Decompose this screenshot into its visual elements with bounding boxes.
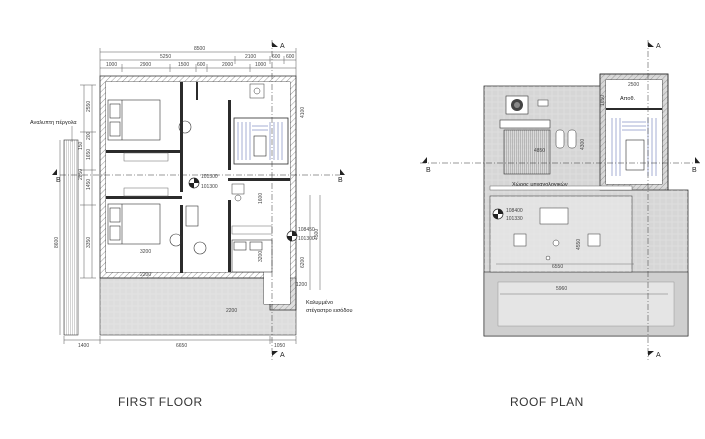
ff-section-lines xyxy=(60,40,340,360)
dim-inner-r7: 6200 xyxy=(300,257,306,268)
svg-text:B: B xyxy=(338,177,343,184)
svg-text:A: A xyxy=(656,352,661,359)
dim-left-v2: 200 xyxy=(86,131,92,140)
dim-top-d4: 600 xyxy=(286,54,295,60)
svg-text:A: A xyxy=(280,43,285,50)
dim-bottom-b3: 1050 xyxy=(274,343,285,349)
roof-dim-w1: 6550 xyxy=(552,264,563,270)
dim-bottom-b1: 1400 xyxy=(78,343,89,349)
roof-furniture xyxy=(513,207,601,261)
roof-plan: Αποθ. Χώρος μηχανολογικών xyxy=(420,40,700,409)
dim-top-s3: 1500 xyxy=(178,62,189,68)
dim-left-v6: 2850 xyxy=(78,169,84,180)
svg-text:B: B xyxy=(426,167,431,174)
roof-dim-r3: 4850 xyxy=(534,148,545,154)
dim-top-s5: 2000 xyxy=(222,62,233,68)
dim-top-d1: 5250 xyxy=(160,54,171,60)
pergola xyxy=(63,139,79,336)
pergola-label: Αναλυπτη πέργολα xyxy=(30,119,77,126)
first-floor-plan: 8500 5250 2100 600 600 1000 2900 1500 60… xyxy=(30,40,353,409)
ff-level-marker-1: 101500 101300 xyxy=(188,174,218,190)
dim-overall: 8500 xyxy=(194,46,205,52)
dim-top-d2: 2100 xyxy=(245,54,256,60)
ff-section-marks: A A B B xyxy=(52,42,345,359)
dim-inner-r5: 1600 xyxy=(258,193,264,204)
roof-dim-w2: 5960 xyxy=(556,286,567,292)
ff-bedroom-1 xyxy=(107,99,192,141)
ff-bedroom-3 xyxy=(185,205,273,273)
dim-top-d3: 600 xyxy=(272,54,281,60)
roof-level-marker: 108400 101330 xyxy=(492,208,523,222)
svg-text:108450: 108450 xyxy=(298,227,315,233)
dim-top-s2: 2900 xyxy=(140,62,151,68)
mechanical-label: Χώρος μηχανολογικών xyxy=(512,181,568,188)
svg-text:A: A xyxy=(656,43,661,50)
roof-section-lines xyxy=(420,40,700,360)
roof-dim-r2: 4300 xyxy=(580,139,586,150)
dim-top-s6: 1000 xyxy=(255,62,266,68)
caption-first-floor: FIRST FLOOR xyxy=(118,395,203,409)
ff-bedroom-2 xyxy=(107,203,183,247)
svg-text:101330: 101330 xyxy=(506,216,523,222)
ff-interior-walls xyxy=(106,82,290,273)
svg-text:A: A xyxy=(280,352,285,359)
ff-level-marker-2: 108450 101300 xyxy=(286,227,315,242)
dim-inner-r6: 3200 xyxy=(258,251,264,262)
roof-dim-r4: 4550 xyxy=(576,239,582,250)
ff-top-dimensions xyxy=(99,48,297,76)
ff-left-dimensions xyxy=(59,84,96,335)
svg-text:B: B xyxy=(692,167,697,174)
dim-left-v3: 1650 xyxy=(86,149,92,160)
dim-inner-r9: 1200 xyxy=(296,282,307,288)
roof-section-marks: A A B B xyxy=(422,42,700,359)
dim-inner-r4: 4100 xyxy=(300,107,306,118)
ff-bathrooms xyxy=(231,83,265,202)
entrance-canopy-label-2: στέγαστρο εισόδου xyxy=(306,307,353,314)
dim-left-v4: 1450 xyxy=(86,179,92,190)
dim-inner-r3: 2200 xyxy=(226,308,237,314)
svg-text:101300: 101300 xyxy=(201,184,218,190)
dim-bottom-b2: 6650 xyxy=(176,343,187,349)
svg-text:B: B xyxy=(56,177,61,184)
dim-inner-r8: 4500 xyxy=(314,229,320,240)
entrance-canopy-label: Καλυμμένο xyxy=(306,299,333,306)
mechanical-equipment xyxy=(499,95,577,175)
dim-left-v1: 2550 xyxy=(86,101,92,112)
dim-left-v5: 150 xyxy=(78,141,84,150)
dim-inner-r1: 3200 xyxy=(140,249,151,255)
dim-left-v8: 8600 xyxy=(54,237,60,248)
svg-text:108400: 108400 xyxy=(506,208,523,214)
svg-text:101500: 101500 xyxy=(201,174,218,180)
dim-top-s4: 600 xyxy=(197,62,206,68)
roof-dim-r1: 1650 xyxy=(600,95,606,106)
dim-top-s1: 1000 xyxy=(106,62,117,68)
svg-text:101300: 101300 xyxy=(298,236,315,242)
dim-inner-r2: 2200 xyxy=(140,272,151,278)
storage-label: Αποθ. xyxy=(620,96,636,102)
dim-left-v7: 3350 xyxy=(86,237,92,248)
caption-roof-plan: ROOF PLAN xyxy=(510,395,584,409)
ff-staircase xyxy=(233,117,289,165)
roof-dim-t1: 2500 xyxy=(628,82,639,88)
